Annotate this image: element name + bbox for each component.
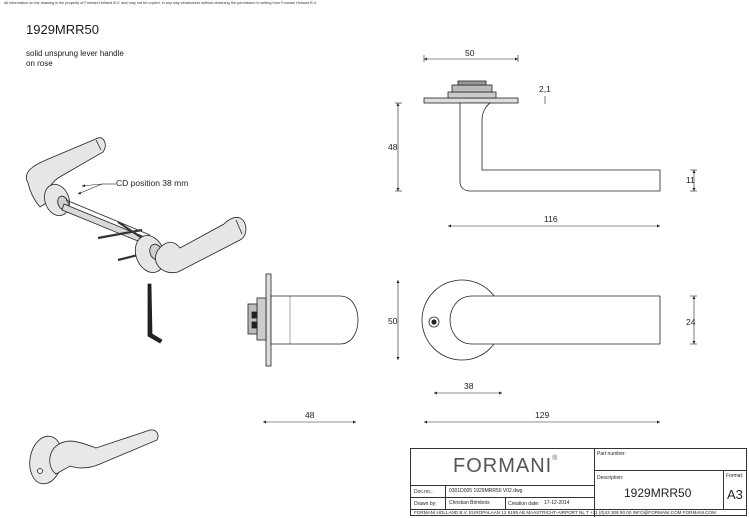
part-number-label: Part number: xyxy=(597,451,626,457)
dim-front-projection: 48 xyxy=(305,410,315,420)
drawn-value: Christian Brimbois xyxy=(449,500,490,506)
front-view xyxy=(421,279,661,361)
dim-rose-offset: 38 xyxy=(464,381,474,391)
lever-perspective xyxy=(49,429,159,475)
product-code: 1929MRR50 xyxy=(26,22,99,37)
lever-front-view xyxy=(449,295,661,345)
dim-height: 48 xyxy=(388,142,398,152)
format-value: A3 xyxy=(727,487,743,502)
dim-rose-diameter: 50 xyxy=(388,316,398,326)
allen-key xyxy=(147,283,163,344)
dim-total-length: 129 xyxy=(535,410,549,420)
description-line-1: solid unsprung lever handle xyxy=(26,49,124,58)
dim-rose-thickness: 2,1 xyxy=(539,84,551,94)
side-view xyxy=(423,80,661,192)
company-footer: FORMANI HOLLAND B.V. EUROPALAAN 12 6199 … xyxy=(414,510,716,515)
dim-lever-thickness: 11 xyxy=(686,175,695,185)
lever-side xyxy=(459,102,661,192)
registered-mark: ® xyxy=(552,455,558,462)
screw xyxy=(117,221,146,241)
end-view xyxy=(247,273,359,367)
title-block: FORMANI® Part number: Description: 1929M… xyxy=(410,448,747,517)
screw xyxy=(97,228,143,240)
creation-label: Creation date: xyxy=(508,501,540,507)
description-value: 1929MRR50 xyxy=(624,486,692,500)
doc-label: Doc.no.: xyxy=(414,489,433,495)
dim-lever-length: 116 xyxy=(544,214,558,224)
perspective-view xyxy=(29,429,159,485)
creation-value: 17-12-2014 xyxy=(544,500,570,506)
exploded-view xyxy=(26,137,247,344)
lever-front xyxy=(155,217,247,274)
drawn-label: Drawn by: xyxy=(414,501,437,507)
dim-top-width: 50 xyxy=(465,48,475,58)
disclaimer: All information on the drawing is the pr… xyxy=(4,1,317,5)
description-line-2: on rose xyxy=(26,59,53,68)
product-description: solid unsprung lever handle on rose xyxy=(26,49,186,69)
dim-lever-width: 24 xyxy=(686,317,696,327)
description-label: Description: xyxy=(597,475,624,481)
brand-logo: FORMANI xyxy=(453,455,553,477)
lever-end-view xyxy=(270,295,359,345)
doc-value: 0301D005 1929MRR50 V02.dwg xyxy=(449,488,523,494)
format-label: Format: xyxy=(726,473,744,479)
cd-position-label: CD position 38 mm xyxy=(116,178,188,188)
